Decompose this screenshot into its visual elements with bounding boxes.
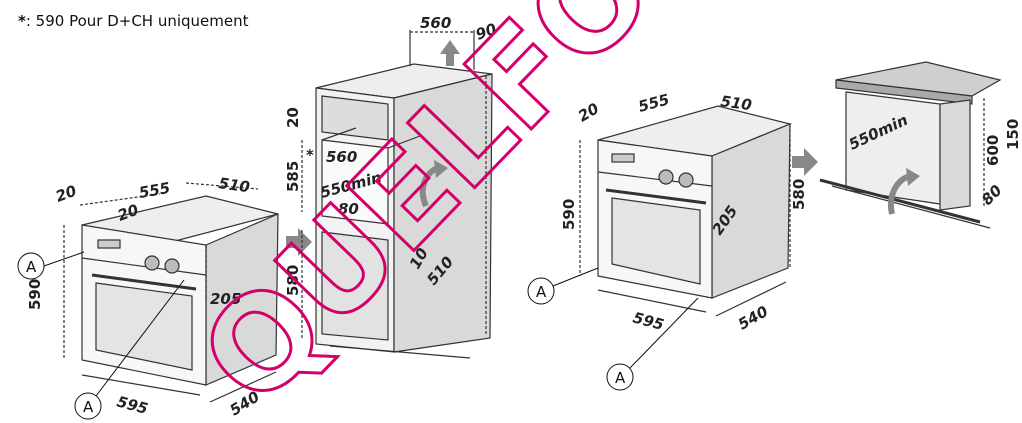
figure-oven-front xyxy=(63,182,279,403)
dim-585: 585 xyxy=(284,161,302,192)
dim-80: 80 xyxy=(338,200,359,218)
callout-label: A xyxy=(536,283,547,301)
dim-150: 150 xyxy=(1004,119,1022,150)
compatibility-note: *: 590 Pour D+CH uniquement xyxy=(18,12,249,30)
dim-80: 80 xyxy=(978,181,1005,208)
dim-595: 595 xyxy=(631,308,666,333)
dim-555: 555 xyxy=(138,179,172,202)
dim-20a: 20 xyxy=(53,182,79,206)
watermark: QUELFOUR.CO xyxy=(173,0,999,423)
dim-20: 20 xyxy=(284,107,302,128)
dim-600: 600 xyxy=(984,135,1002,166)
dim-205: 205 xyxy=(210,290,241,308)
curved-arrow-icon xyxy=(888,173,912,215)
callout-label: A xyxy=(615,369,626,387)
dim-580: 580 xyxy=(790,179,808,210)
dim-595: 595 xyxy=(115,392,150,417)
figure-oven-side xyxy=(579,105,792,317)
knob-icon xyxy=(658,169,674,185)
knob-icon xyxy=(164,258,180,274)
callout-a-4: A xyxy=(606,297,699,391)
knob-icon xyxy=(678,172,694,188)
dim-555: 555 xyxy=(636,90,671,115)
callout-label: A xyxy=(83,398,94,416)
callout-a-2: A xyxy=(74,279,185,420)
arrow-right-icon xyxy=(792,148,818,176)
dim-510: 510 xyxy=(719,92,753,114)
figure-column-cabinet xyxy=(301,30,493,359)
dim-510: 510 xyxy=(217,174,251,196)
callout-label: A xyxy=(26,258,37,276)
callout-a-1: A xyxy=(17,251,85,280)
dim-560-top: 560 xyxy=(420,14,451,32)
dim-580: 580 xyxy=(284,265,302,296)
dim-560: 560 xyxy=(326,148,357,166)
knob-icon xyxy=(144,255,160,271)
callout-a-3: A xyxy=(527,267,599,305)
dim-590: 590 xyxy=(26,279,44,310)
note-text: : 590 Pour D+CH uniquement xyxy=(25,12,249,30)
figure-under-counter xyxy=(819,61,1002,229)
dim-540: 540 xyxy=(735,302,771,333)
dim-590: 590 xyxy=(560,199,578,230)
arrow-right-icon xyxy=(286,228,312,256)
star-marker: * xyxy=(306,146,314,164)
arrow-up-icon xyxy=(440,40,460,66)
note-marker: * xyxy=(18,12,26,30)
